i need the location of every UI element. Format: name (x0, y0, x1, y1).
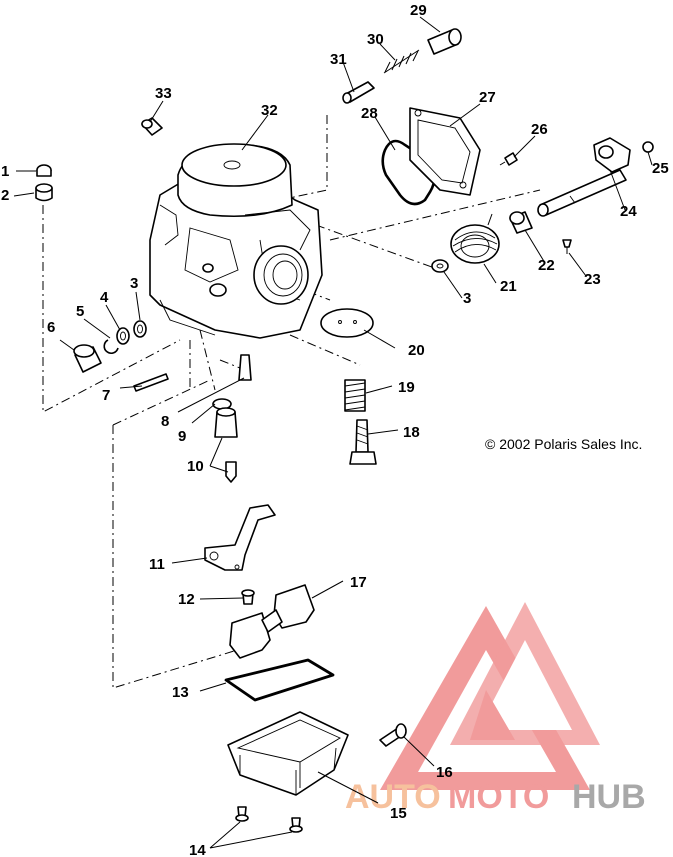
watermark-triangle-logo (380, 602, 600, 790)
part-8-jet (238, 354, 252, 381)
part-26-screw (499, 152, 518, 166)
part-22-bushing (509, 211, 533, 234)
part-24-throttle-shaft (537, 137, 631, 217)
callout-33: 33 (155, 85, 172, 102)
callout-30: 30 (367, 31, 384, 48)
callout-23: 23 (584, 271, 601, 288)
part-28-gasket (381, 139, 436, 206)
callout-24: 24 (620, 203, 637, 220)
part-17-float (229, 584, 315, 659)
callout-27: 27 (479, 89, 496, 106)
part-32-carburetor-body (149, 143, 323, 339)
callout-4: 4 (100, 289, 109, 306)
part-2-plug (35, 183, 53, 202)
callout-28: 28 (361, 105, 378, 122)
callout-14: 14 (189, 842, 206, 857)
callout-20: 20 (408, 342, 425, 359)
part-10-needle-jet (214, 407, 238, 483)
part-18-adjust-screw (349, 419, 377, 465)
part-13-gasket (224, 658, 335, 702)
part-1-cap (36, 164, 52, 177)
part-23-screw (562, 239, 572, 254)
callout-13: 13 (172, 684, 189, 701)
part-7-pin (133, 373, 169, 392)
leader-lines (13, 16, 653, 849)
callout-16: 16 (436, 764, 453, 781)
callout-9: 9 (178, 428, 186, 445)
callout-19: 19 (398, 379, 415, 396)
part-21-spring (450, 213, 500, 264)
callout-8: 8 (161, 413, 169, 430)
callout-2: 2 (1, 187, 9, 204)
part-5-clip (103, 339, 119, 354)
callout-18: 18 (403, 424, 420, 441)
callout-3-left: 3 (130, 275, 138, 292)
watermark-text-moto: MOTO (448, 778, 549, 816)
callout-5: 5 (76, 303, 84, 320)
callout-15: 15 (390, 805, 407, 822)
watermark-text-auto: AUTO (345, 778, 441, 816)
copyright-notice: © 2002 Polaris Sales Inc. (485, 436, 642, 452)
part-15-float-bowl (227, 711, 349, 796)
callout-6: 6 (47, 319, 55, 336)
callout-3-right: 3 (463, 290, 471, 307)
part-25-screw (642, 141, 654, 153)
part-4-washer (116, 327, 130, 345)
part-30-spring (383, 49, 420, 74)
part-14-screws (235, 806, 303, 833)
part-3-washer-left (133, 320, 147, 338)
part-27-cover-plate (409, 107, 481, 196)
assembly-lines (42, 115, 541, 689)
watermark-text-hub: HUB (572, 778, 646, 816)
callout-21: 21 (500, 278, 517, 295)
part-16-drain-screw (379, 723, 407, 747)
part-6-cup (73, 344, 102, 373)
callout-25: 25 (652, 160, 669, 177)
callout-32: 32 (261, 102, 278, 119)
automotohub-watermark: AUTO MOTO HUB (345, 602, 646, 816)
part-3-washer-right (431, 259, 449, 273)
part-11-bracket (204, 504, 276, 571)
callout-1: 1 (1, 163, 9, 180)
callout-11: 11 (149, 556, 165, 573)
part-throat-bore (253, 245, 309, 305)
callout-7: 7 (102, 387, 110, 404)
callout-10: 10 (187, 458, 204, 475)
part-20-throttle-plate (320, 308, 374, 338)
part-33-screw (141, 117, 163, 136)
callout-12: 12 (178, 591, 195, 608)
callout-22: 22 (538, 257, 555, 274)
callout-17: 17 (350, 574, 367, 591)
part-31-jet (342, 81, 375, 104)
part-29-plug (427, 28, 462, 55)
callout-29: 29 (410, 2, 427, 19)
callout-26: 26 (531, 121, 548, 138)
callout-31: 31 (330, 51, 347, 68)
part-19-spring (344, 379, 366, 412)
part-12-screw (241, 589, 255, 605)
